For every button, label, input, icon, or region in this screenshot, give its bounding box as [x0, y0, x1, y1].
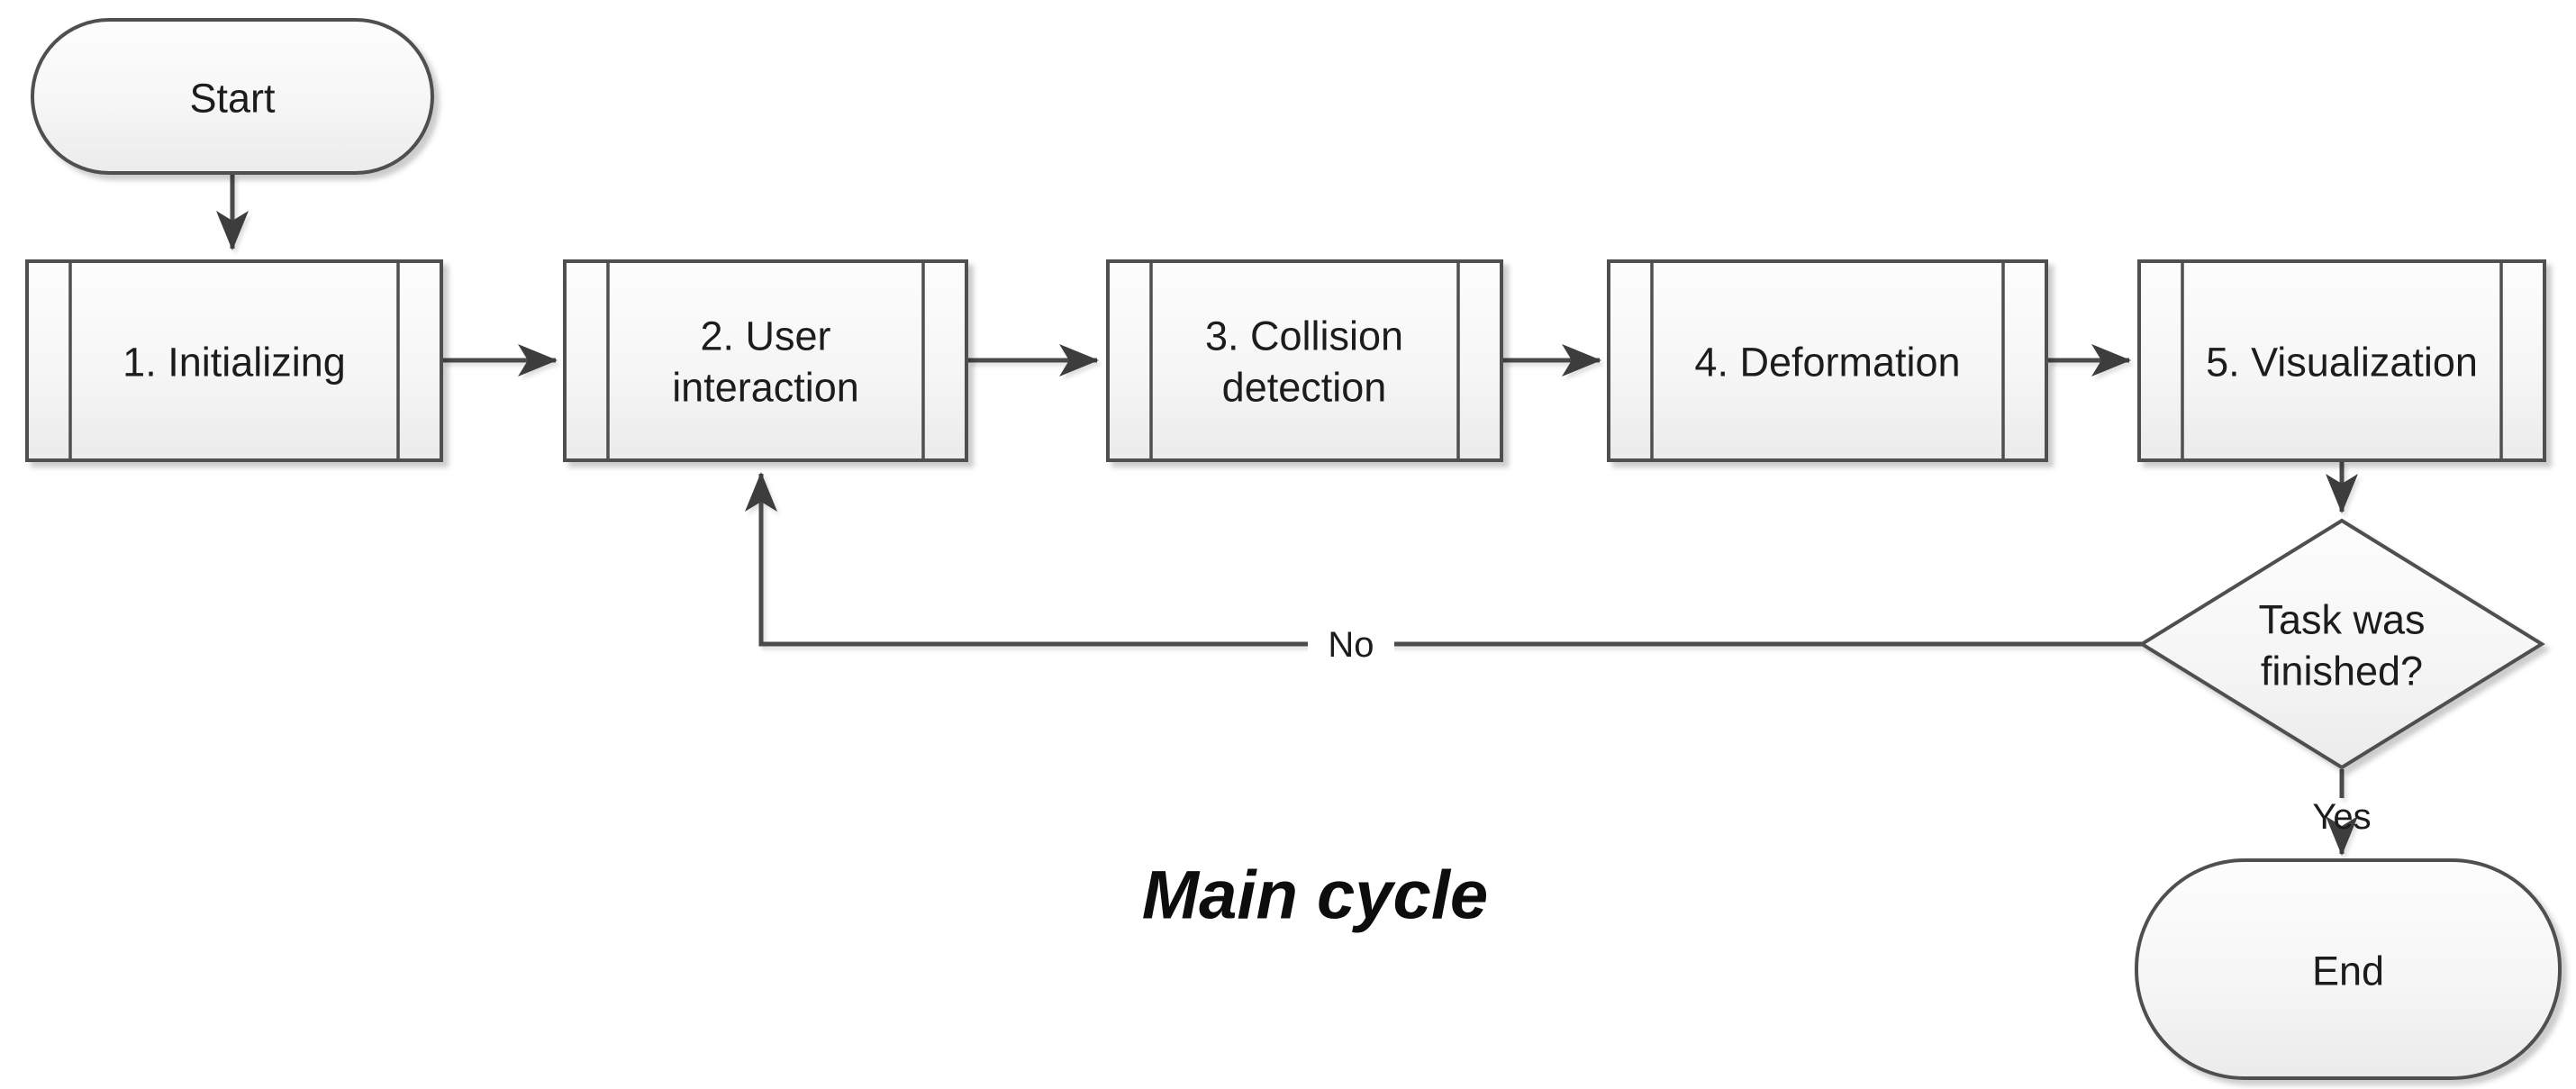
edge-decision-no-return: [745, 472, 2145, 647]
node-step5: 5. Visualization: [2137, 259, 2546, 462]
step1-label: 1. Initializing: [122, 340, 346, 386]
start-terminator: [31, 18, 434, 175]
node-step3: 3. Collision detection: [1106, 259, 1503, 462]
node-step4: 4. Deformation: [1607, 259, 2048, 462]
step3-label-line2: detection: [1222, 365, 1387, 411]
node-start: Start: [31, 18, 434, 175]
end-terminator: [2135, 858, 2562, 1080]
no-label-mask: [1308, 623, 1394, 667]
node-decision: Task was finished?: [2138, 518, 2545, 770]
edge-labels: No Yes: [1308, 623, 2372, 837]
end-label: End: [2312, 948, 2384, 994]
step4-label: 4. Deformation: [1694, 340, 1960, 386]
step2-box: [563, 259, 968, 462]
step2-label-line1: 2. User: [700, 313, 830, 359]
step3-label-line1: 3. Collision: [1205, 313, 1403, 359]
step5-label: 5. Visualization: [2206, 340, 2478, 386]
main-cycle-caption: Main cycle: [1142, 858, 1488, 934]
decision-label-line2: finished?: [2261, 649, 2423, 694]
decision-label-line1: Task was: [2258, 597, 2425, 643]
node-end: End: [2135, 858, 2562, 1080]
start-label: Start: [189, 76, 276, 122]
connectors: [216, 175, 2358, 856]
step5-box: [2137, 259, 2546, 462]
no-label: No: [1328, 625, 1374, 665]
step3-box: [1106, 259, 1503, 462]
yes-label: Yes: [2312, 797, 2371, 837]
decision-diamond: [2138, 518, 2545, 770]
step4-box: [1607, 259, 2048, 462]
node-step2: 2. User interaction: [563, 259, 968, 462]
step1-box: [25, 259, 443, 462]
nodes: Start 1. Initializing 2. User interactio…: [25, 18, 2562, 1080]
step2-label-line2: interaction: [672, 365, 859, 411]
node-step1: 1. Initializing: [25, 259, 443, 462]
